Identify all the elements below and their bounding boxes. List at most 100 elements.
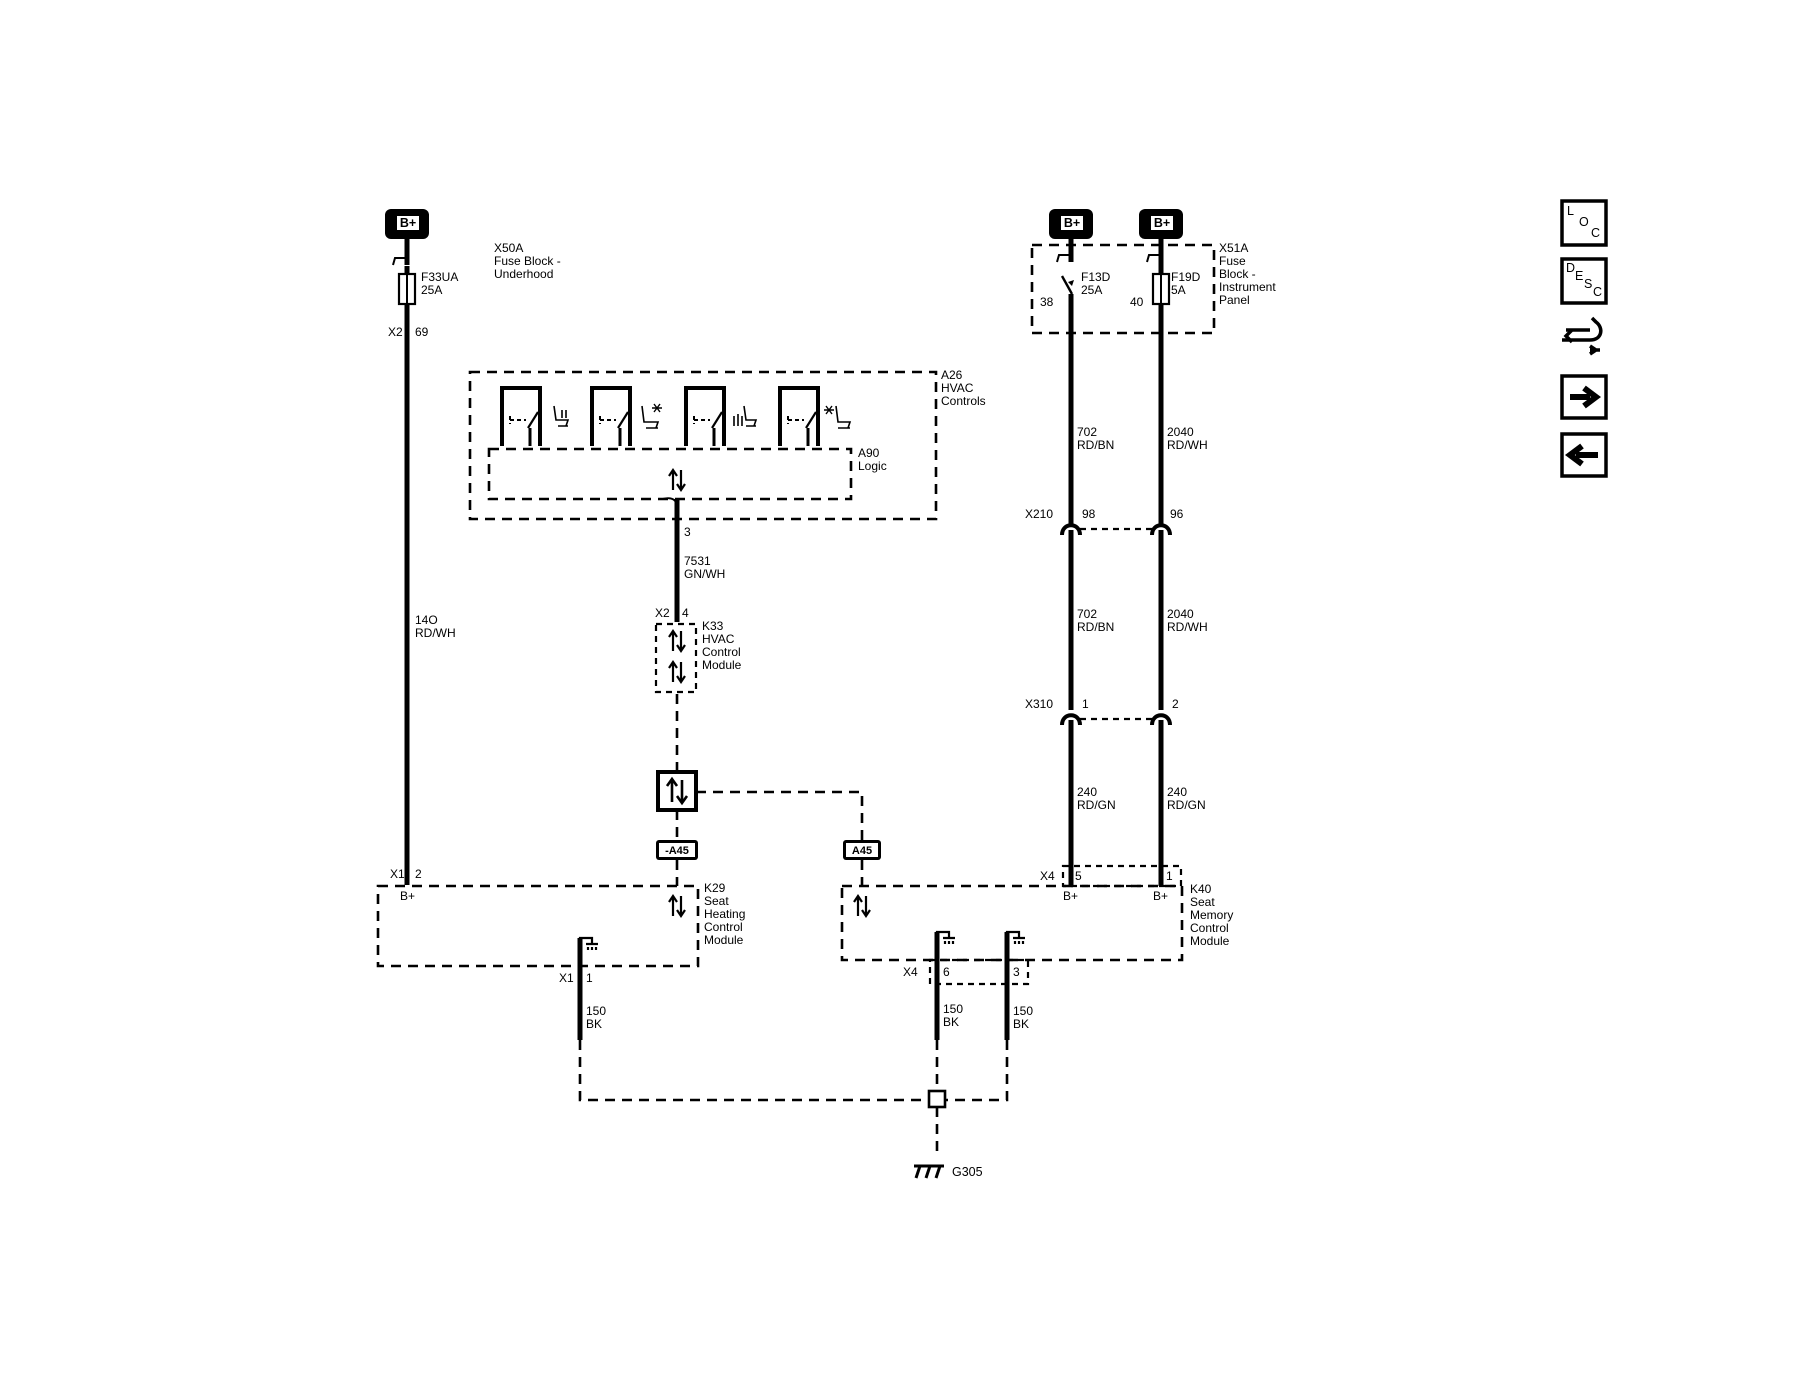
x50a-line1: Fuse Block - <box>494 254 561 268</box>
b-plus-right-2: B+ <box>1139 209 1183 239</box>
w150b-color: BK <box>943 1015 959 1029</box>
seat-cool-icon-2 <box>824 405 834 415</box>
x51a-line3: Instrument <box>1219 280 1276 294</box>
k40-x4-pin-b: 1 <box>1166 869 1173 883</box>
x51a-fuse-block-box <box>1030 243 1216 335</box>
ground-dash-right <box>946 1040 1009 1102</box>
w240b-circuit: 240 <box>1167 785 1187 799</box>
w240a-circuit: 240 <box>1077 785 1097 799</box>
k40-line4: Module <box>1190 934 1230 948</box>
arrow-left-icon <box>1565 443 1598 467</box>
tag-a45-right: A45 <box>843 840 881 860</box>
serial-data-splice <box>656 770 698 812</box>
x210-pin-b: 96 <box>1170 507 1184 521</box>
x50a-line2: Underhood <box>494 267 553 281</box>
k29-ground-icon <box>578 936 600 952</box>
f33ua-name: F33UA <box>421 270 458 284</box>
w702a-color: RD/BN <box>1077 438 1114 452</box>
k40-x4-ground-connector-box <box>928 958 1030 986</box>
a90-data-arrows <box>667 468 687 492</box>
k40-x4-pin-a: 5 <box>1075 869 1082 883</box>
f13d-pin: 38 <box>1040 295 1054 309</box>
splice-arrow-down <box>675 780 689 806</box>
b-plus-right-1: B+ <box>1049 209 1093 239</box>
k40-ground-icon-2 <box>1005 930 1027 946</box>
k29-id: K29 <box>704 881 726 895</box>
k29-gnd-conn: X1 <box>559 971 574 985</box>
ground-dash-left <box>578 1040 930 1102</box>
f33ua-pin: 69 <box>415 325 429 339</box>
tag-a45-right-label: A45 <box>852 845 872 857</box>
k40-gnd-conn: X4 <box>903 965 918 979</box>
k40-box <box>840 884 1184 962</box>
k40-bplus-b: B+ <box>1153 889 1168 903</box>
k29-x1-conn: X1 <box>390 867 405 881</box>
k29-line4: Module <box>704 933 744 947</box>
w150a-color: BK <box>586 1017 602 1031</box>
seat-switch-2 <box>590 386 662 446</box>
k40-line2: Memory <box>1190 908 1233 922</box>
f19d-pin: 40 <box>1130 295 1144 309</box>
previous-page-button[interactable] <box>1560 432 1608 478</box>
splice-arrow-up <box>665 776 679 802</box>
w7531-color: GN/WH <box>684 567 725 581</box>
k29-line3: Control <box>704 920 743 934</box>
f19d-rating: 5A <box>1171 283 1186 297</box>
connector-view-button[interactable] <box>1562 316 1603 356</box>
k40-data-arrows <box>852 894 872 918</box>
k29-bplus: B+ <box>400 889 415 903</box>
x310-connector <box>1060 713 1172 726</box>
w2040b-circuit: 2040 <box>1167 607 1194 621</box>
f33ua-rating: 25A <box>421 283 442 297</box>
k33-line2: Control <box>702 645 741 659</box>
k33-line1: HVAC <box>702 632 735 646</box>
connector-view-icon <box>1562 316 1603 356</box>
seat-heat-icon-2 <box>733 405 758 427</box>
next-page-button[interactable] <box>1560 374 1608 420</box>
w240a-color: RD/GN <box>1077 798 1116 812</box>
desc-button[interactable]: D E S C <box>1560 257 1608 305</box>
k40-x4-connector-box <box>1061 864 1183 888</box>
serial-data-to-k40 <box>696 790 864 840</box>
w2040a-color: RD/WH <box>1167 438 1208 452</box>
loc-button[interactable]: L O C <box>1560 199 1608 247</box>
ground-g305-symbol <box>914 1164 944 1179</box>
g305-label: G305 <box>952 1165 983 1179</box>
tag-a45-left: -A45 <box>656 840 698 860</box>
f33ua-conn: X2 <box>388 325 403 339</box>
k29-line2: Heating <box>704 907 745 921</box>
x210-connector <box>1060 523 1172 536</box>
k33-pin: 4 <box>682 606 689 620</box>
desc-letter-c: C <box>1593 285 1602 299</box>
k33-arrows-2 <box>667 660 687 684</box>
k33-conn: X2 <box>655 606 670 620</box>
k40-line3: Control <box>1190 921 1229 935</box>
w702b-color: RD/BN <box>1077 620 1114 634</box>
f13d-rating: 25A <box>1081 283 1102 297</box>
k29-x1-pin: 2 <box>415 867 422 881</box>
k29-data-arrows <box>667 894 687 918</box>
k33-id: K33 <box>702 619 724 633</box>
k29-box <box>376 884 700 968</box>
seat-switch-3 <box>684 386 758 446</box>
w240b-color: RD/GN <box>1167 798 1206 812</box>
x310-pin-b: 2 <box>1172 697 1179 711</box>
a26-id: A26 <box>941 368 963 382</box>
x210-id: X210 <box>1025 507 1053 521</box>
loc-letter-l: L <box>1567 204 1574 218</box>
k40-gnd-pin-b: 3 <box>1013 965 1020 979</box>
w140-circuit: 14O <box>415 613 438 627</box>
k40-x4-conn: X4 <box>1040 869 1055 883</box>
loc-letter-c: C <box>1591 226 1600 240</box>
a26-line2: Controls <box>941 394 986 408</box>
x51a-line1: Fuse <box>1219 254 1246 268</box>
a26-line1: HVAC <box>941 381 974 395</box>
w2040b-color: RD/WH <box>1167 620 1208 634</box>
b-plus-label-right-1: B+ <box>1064 216 1080 230</box>
w150b-circuit: 150 <box>943 1002 963 1016</box>
a90-logic-box <box>487 447 853 501</box>
x50a-id: X50A <box>494 241 523 255</box>
x51a-line2: Block - <box>1219 267 1256 281</box>
k29-gnd-pin: 1 <box>586 971 593 985</box>
